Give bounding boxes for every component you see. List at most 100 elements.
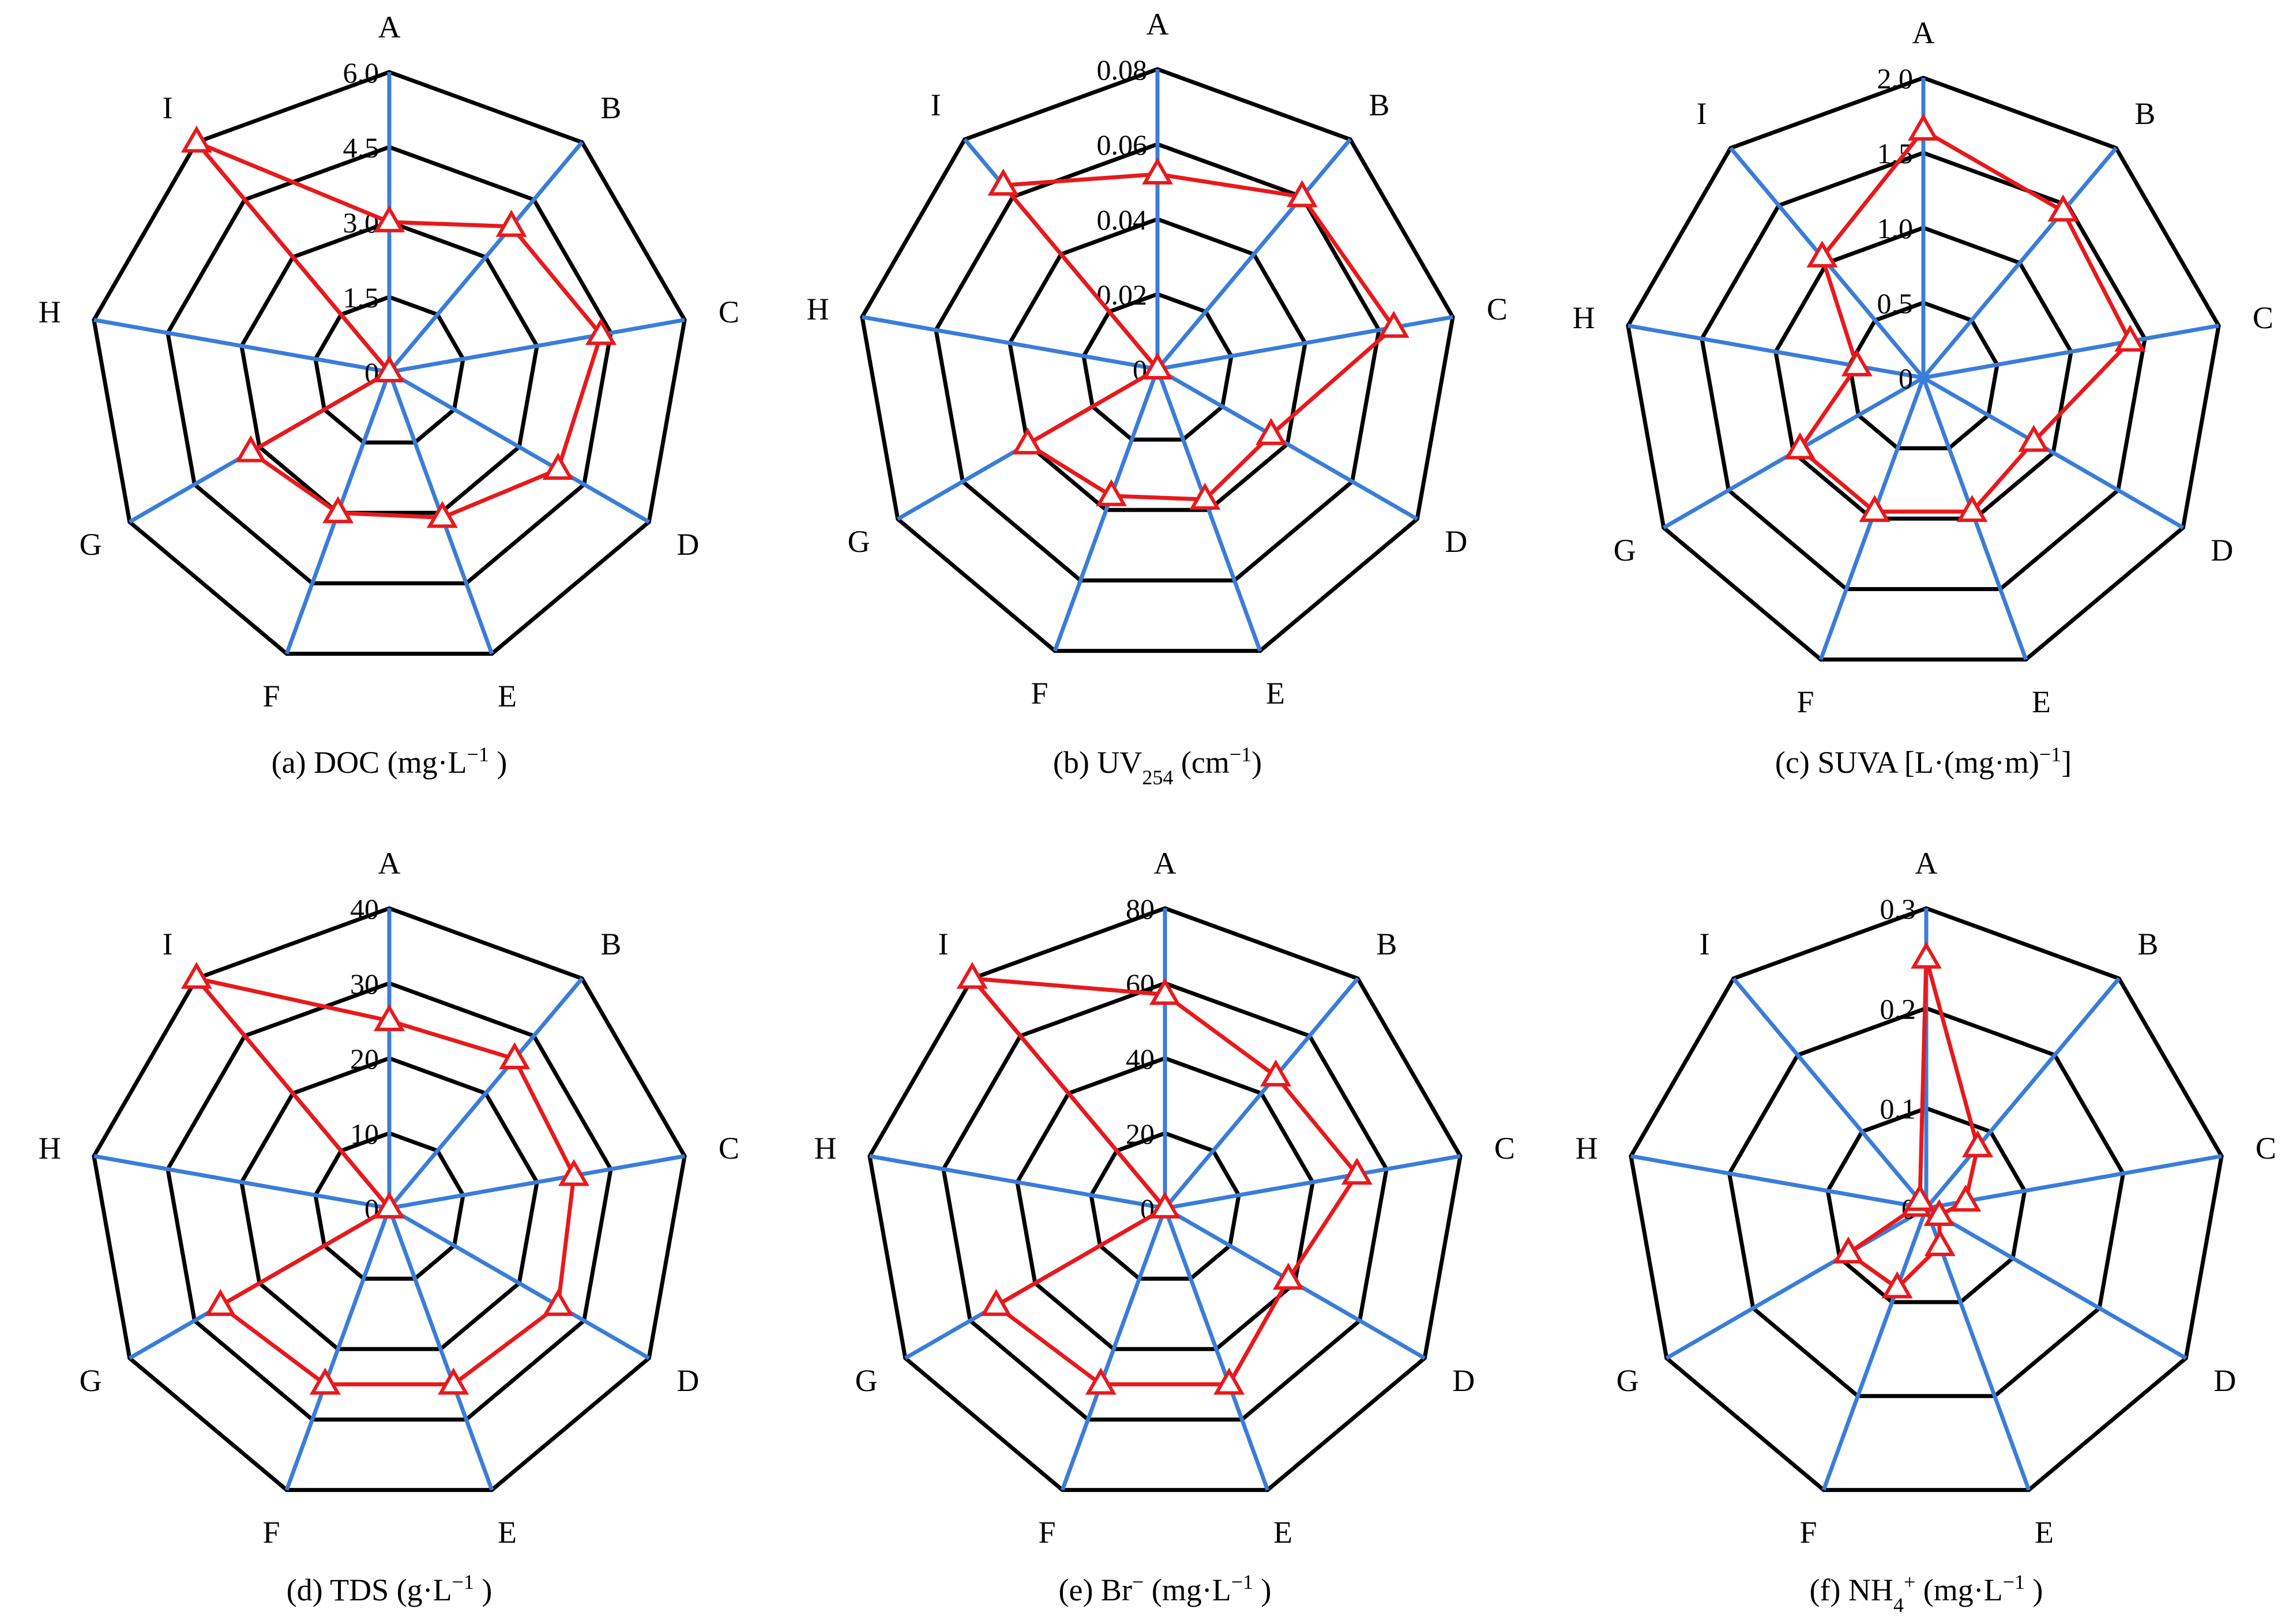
- spoke-D: [388, 1206, 651, 1360]
- data-point-D: [542, 1288, 574, 1316]
- caption-part: (mg·L: [1915, 1573, 2002, 1607]
- data-point-G: [205, 1288, 236, 1316]
- category-label-H: H: [1576, 1131, 1598, 1166]
- web-ring-1: [313, 295, 465, 445]
- web-ring-3: [166, 145, 613, 585]
- category-label-D: D: [2211, 533, 2233, 567]
- data-point-I: [1904, 1183, 1935, 1211]
- category-label-C: C: [1494, 1131, 1515, 1166]
- series-line: [1798, 128, 2132, 514]
- category-label-D: D: [2213, 1363, 2236, 1398]
- spoke-H: [869, 1154, 1166, 1211]
- web-ring-3: [1700, 151, 2147, 591]
- data-point-D: [1923, 1198, 1955, 1226]
- category-label-C: C: [719, 1131, 739, 1166]
- data-point-C: [585, 318, 617, 345]
- chart-caption: (d) TDS (g·L−1 ): [287, 1570, 493, 1607]
- data-point-D: [1272, 1262, 1304, 1290]
- data-point-C: [558, 1159, 590, 1186]
- spoke-B: [1925, 977, 2121, 1210]
- web-ring-3: [1629, 906, 2224, 1493]
- tick-label: 1.0: [1877, 212, 1914, 245]
- category-label-F: F: [262, 679, 280, 713]
- data-point-H: [373, 1191, 405, 1219]
- data-point-G: [235, 435, 266, 463]
- category-label-I: I: [163, 91, 173, 125]
- data-point-F: [1859, 495, 1890, 522]
- caption-part: (d) TDS (g·L: [287, 1573, 452, 1607]
- spoke-F: [1821, 1207, 1929, 1491]
- data-point-B: [495, 209, 527, 237]
- caption-part: (f) NH: [1809, 1573, 1893, 1607]
- data-point-I: [181, 125, 212, 153]
- tick-label: 0.3: [1880, 893, 1916, 925]
- data-point-E: [1189, 482, 1221, 510]
- series-line: [194, 140, 603, 520]
- caption-part: ): [1253, 1573, 1271, 1607]
- caption-part: −1: [452, 1570, 474, 1593]
- data-point-E: [1924, 1229, 1956, 1257]
- category-label-B: B: [2137, 927, 2158, 961]
- data-point-I: [1806, 240, 1838, 268]
- category-label-E: E: [498, 679, 517, 713]
- tick-label: 4.5: [343, 131, 379, 164]
- data-point-D: [1256, 418, 1287, 445]
- spoke-D: [1922, 375, 2185, 530]
- category-label-G: G: [80, 527, 102, 562]
- web-ring-4: [92, 906, 687, 1493]
- category-label-H: H: [807, 292, 829, 326]
- spoke-H: [93, 318, 390, 374]
- category-label-E: E: [1273, 1515, 1292, 1550]
- category-label-G: G: [1617, 1363, 1639, 1398]
- data-point-G: [1012, 427, 1043, 454]
- data-point-E: [1956, 495, 1988, 522]
- data-point-C: [1378, 310, 1410, 338]
- web-ring-4: [1626, 76, 2221, 662]
- web-ring-4: [860, 67, 1455, 653]
- category-label-A: A: [1912, 16, 1935, 50]
- category-label-I: I: [1700, 927, 1710, 961]
- data-point-I: [181, 961, 212, 989]
- category-label-I: I: [163, 927, 173, 961]
- chart-caption: (a) DOC (mg·L−1 ): [272, 743, 508, 780]
- data-point-A: [373, 205, 405, 232]
- tick-label: 30: [350, 968, 379, 1000]
- category-label-C: C: [719, 295, 739, 329]
- spoke-F: [1060, 1207, 1167, 1491]
- category-label-I: I: [931, 88, 941, 122]
- category-label-A: A: [1915, 846, 1938, 881]
- data-point-A: [373, 1003, 405, 1031]
- caption-part: (cm: [1173, 745, 1229, 780]
- category-label-C: C: [2256, 1131, 2276, 1166]
- caption-part: ): [1251, 745, 1262, 780]
- caption-part: −: [1132, 1570, 1144, 1593]
- web-ring-2: [1015, 1056, 1315, 1351]
- category-label-F: F: [1796, 685, 1814, 719]
- data-point-F: [1881, 1271, 1913, 1299]
- chart-caption: (f) NH4+ (mg·L−1 ): [1809, 1570, 2043, 1617]
- tick-label: 0.06: [1097, 129, 1148, 161]
- data-point-B: [1260, 1059, 1292, 1087]
- data-point-A: [1911, 941, 1942, 969]
- data-point-B: [1962, 1130, 1994, 1157]
- category-label-E: E: [2032, 685, 2051, 719]
- category-label-E: E: [1266, 676, 1285, 710]
- spoke-H: [1630, 1154, 1927, 1211]
- caption-part: (e) Br: [1059, 1573, 1132, 1607]
- category-label-A: A: [378, 10, 401, 44]
- data-point-E: [438, 1367, 469, 1395]
- tick-label: 20: [350, 1043, 379, 1075]
- caption-part: (c) SUVA [L·(mg·m): [1775, 745, 2039, 780]
- tick-label: 40: [350, 893, 379, 925]
- caption-part: (mg·L: [1144, 1573, 1231, 1607]
- category-label-F: F: [1031, 676, 1048, 710]
- data-point-H: [1149, 1191, 1181, 1219]
- category-label-G: G: [855, 1363, 878, 1398]
- data-point-C: [2114, 324, 2146, 352]
- series-line: [970, 976, 1359, 1386]
- data-point-I: [956, 961, 988, 989]
